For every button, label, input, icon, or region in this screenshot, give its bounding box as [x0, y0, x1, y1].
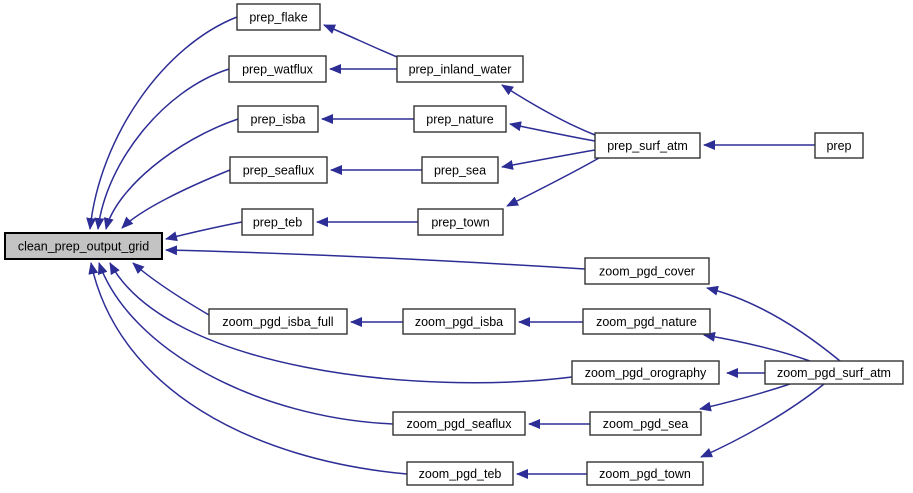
node-prep_sea[interactable]: prep_sea: [421, 156, 499, 184]
node-label-prep_watflux: prep_watflux: [242, 63, 314, 77]
node-box-prep_sea[interactable]: [421, 156, 499, 184]
node-box-zoom_pgd_cover[interactable]: [584, 257, 710, 285]
node-box-prep_surf_atm[interactable]: [594, 132, 701, 159]
node-zoom_pgd_sea[interactable]: zoom_pgd_sea: [589, 411, 702, 436]
node-label-zoom_pgd_teb: zoom_pgd_teb: [419, 467, 502, 481]
node-label-prep_town: prep_town: [431, 216, 489, 230]
node-label-clean_prep_output_grid: clean_prep_output_grid: [18, 240, 149, 254]
node-box-zoom_pgd_isba_full[interactable]: [208, 308, 348, 335]
node-label-prep_sea: prep_sea: [434, 164, 486, 178]
edge-prep_teb-to-clean_prep_output_grid: [165, 221, 243, 242]
node-box-prep_inland_water[interactable]: [396, 55, 524, 83]
node-zoom_pgd_nature[interactable]: zoom_pgd_nature: [582, 308, 711, 335]
node-zoom_pgd_cover[interactable]: zoom_pgd_cover: [584, 257, 710, 285]
edge-prep_watflux-to-clean_prep_output_grid: [94, 68, 230, 230]
node-prep_flake[interactable]: prep_flake: [236, 3, 321, 31]
edge-prep_surf_atm-to-prep_town: [506, 157, 600, 207]
node-box-prep_town[interactable]: [417, 208, 504, 236]
node-box-zoom_pgd_sea[interactable]: [589, 411, 702, 436]
node-label-zoom_pgd_sea: zoom_pgd_sea: [603, 417, 689, 431]
edge-zoom_pgd_surf_atm-to-zoom_pgd_town: [700, 383, 825, 458]
node-label-prep_seaflux: prep_seaflux: [243, 164, 315, 178]
node-box-prep_flake[interactable]: [236, 3, 321, 31]
node-zoom_pgd_surf_atm[interactable]: zoom_pgd_surf_atm: [764, 360, 904, 385]
node-box-prep_isba[interactable]: [237, 105, 319, 133]
node-box-zoom_pgd_town[interactable]: [586, 461, 704, 486]
node-box-prep_teb[interactable]: [241, 208, 314, 236]
node-box-zoom_pgd_orography[interactable]: [571, 360, 720, 385]
edge-prep_flake-to-clean_prep_output_grid: [86, 16, 238, 230]
node-label-prep_nature: prep_nature: [426, 113, 493, 127]
node-zoom_pgd_orography[interactable]: zoom_pgd_orography: [571, 360, 720, 385]
node-zoom_pgd_seaflux[interactable]: zoom_pgd_seaflux: [392, 411, 526, 436]
node-prep_surf_atm[interactable]: prep_surf_atm: [594, 132, 701, 159]
node-label-zoom_pgd_cover: zoom_pgd_cover: [599, 265, 695, 279]
node-prep_teb[interactable]: prep_teb: [241, 208, 314, 236]
edge-zoom_pgd_surf_atm-to-zoom_pgd_nature: [703, 331, 811, 362]
node-label-prep_flake: prep_flake: [249, 11, 307, 25]
node-prep_inland_water[interactable]: prep_inland_water: [396, 55, 524, 83]
node-box-zoom_pgd_nature[interactable]: [582, 308, 711, 335]
node-box-prep_seaflux[interactable]: [229, 156, 328, 184]
edge-zoom_pgd_surf_atm-to-zoom_pgd_sea: [699, 383, 791, 412]
node-prep_isba[interactable]: prep_isba: [237, 105, 319, 133]
node-zoom_pgd_isba[interactable]: zoom_pgd_isba: [402, 308, 516, 335]
node-label-prep_teb: prep_teb: [253, 216, 302, 230]
node-box-prep[interactable]: [814, 132, 864, 159]
edge-zoom_pgd_cover-to-clean_prep_output_grid: [165, 245, 586, 270]
node-zoom_pgd_isba_full[interactable]: zoom_pgd_isba_full: [208, 308, 348, 335]
edge-prep_surf_atm-to-prep_inland_water: [501, 84, 596, 136]
node-label-prep: prep: [826, 139, 851, 153]
node-box-clean_prep_output_grid: [4, 232, 163, 260]
node-label-prep_surf_atm: prep_surf_atm: [607, 139, 688, 153]
node-zoom_pgd_town[interactable]: zoom_pgd_town: [586, 461, 704, 486]
node-box-zoom_pgd_seaflux[interactable]: [392, 411, 526, 436]
node-prep_watflux[interactable]: prep_watflux: [228, 55, 327, 83]
node-label-zoom_pgd_isba_full: zoom_pgd_isba_full: [222, 315, 333, 329]
node-prep_town[interactable]: prep_town: [417, 208, 504, 236]
node-label-zoom_pgd_isba: zoom_pgd_isba: [415, 315, 503, 329]
node-label-zoom_pgd_town: zoom_pgd_town: [599, 467, 691, 481]
node-box-prep_nature[interactable]: [413, 105, 507, 133]
node-box-prep_watflux[interactable]: [228, 55, 327, 83]
node-label-zoom_pgd_seaflux: zoom_pgd_seaflux: [407, 417, 513, 431]
edge-zoom_pgd_seaflux-to-clean_prep_output_grid: [97, 262, 394, 425]
node-box-zoom_pgd_surf_atm[interactable]: [764, 360, 904, 385]
edge-prep_surf_atm-to-prep_nature: [509, 121, 596, 142]
edge-zoom_pgd_orography-to-clean_prep_output_grid: [109, 262, 573, 384]
node-zoom_pgd_teb[interactable]: zoom_pgd_teb: [406, 461, 514, 486]
edge-prep_inland_water-to-prep_flake: [323, 24, 398, 58]
node-box-zoom_pgd_isba[interactable]: [402, 308, 516, 335]
node-prep[interactable]: prep: [814, 132, 864, 159]
node-prep_nature[interactable]: prep_nature: [413, 105, 507, 133]
node-clean_prep_output_grid: clean_prep_output_grid: [4, 232, 163, 260]
node-box-zoom_pgd_teb[interactable]: [406, 461, 514, 486]
edge-prep_seaflux-to-clean_prep_output_grid: [121, 169, 231, 229]
node-label-prep_inland_water: prep_inland_water: [409, 63, 512, 77]
edge-prep_isba-to-clean_prep_output_grid: [103, 118, 239, 230]
edge-zoom_pgd_teb-to-clean_prep_output_grid: [88, 262, 408, 475]
edge-zoom_pgd_surf_atm-to-zoom_pgd_cover: [706, 285, 841, 362]
node-prep_seaflux[interactable]: prep_seaflux: [229, 156, 328, 184]
node-label-zoom_pgd_nature: zoom_pgd_nature: [596, 315, 697, 329]
node-label-zoom_pgd_surf_atm: zoom_pgd_surf_atm: [777, 366, 891, 380]
edge-zoom_pgd_isba_full-to-clean_prep_output_grid: [132, 262, 210, 316]
node-label-zoom_pgd_orography: zoom_pgd_orography: [585, 366, 707, 380]
edge-prep_surf_atm-to-prep_sea: [501, 149, 596, 170]
node-label-prep_isba: prep_isba: [251, 113, 306, 127]
